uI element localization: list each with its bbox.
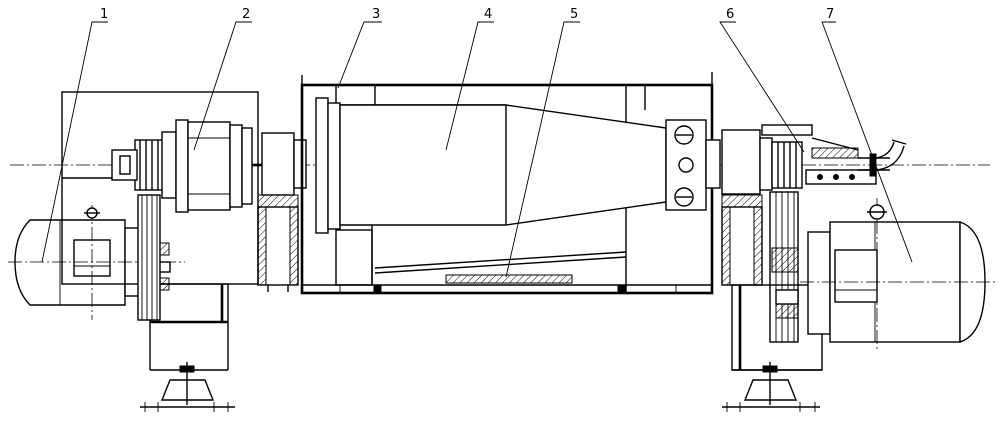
leader-1 (41, 21, 108, 263)
leader-5 (505, 21, 580, 278)
leader-4 (445, 21, 494, 151)
callout-3: 3 (372, 7, 380, 22)
callout-1: 1 (100, 7, 108, 22)
left-belt-drive (111, 139, 166, 321)
leader-7 (821, 21, 913, 263)
leader-6 (719, 21, 805, 153)
callout-5: 5 (570, 7, 578, 22)
right-bearing-gearbox (721, 124, 907, 195)
left-pedestal (61, 91, 259, 412)
left-support-column (257, 194, 299, 292)
housing (300, 72, 714, 295)
right-support-column (721, 194, 763, 286)
leader-3 (337, 21, 382, 89)
callout-leaders (41, 21, 913, 278)
callout-6: 6 (726, 7, 734, 22)
leader-2 (193, 21, 252, 151)
left-main-bearing (161, 119, 307, 213)
right-belt-drive (769, 191, 799, 343)
callout-2: 2 (242, 7, 250, 22)
right-motor (800, 198, 995, 352)
screw-conveyor (371, 225, 627, 285)
drum (315, 97, 721, 234)
callout-4: 4 (484, 7, 492, 22)
callout-7: 7 (826, 7, 834, 22)
